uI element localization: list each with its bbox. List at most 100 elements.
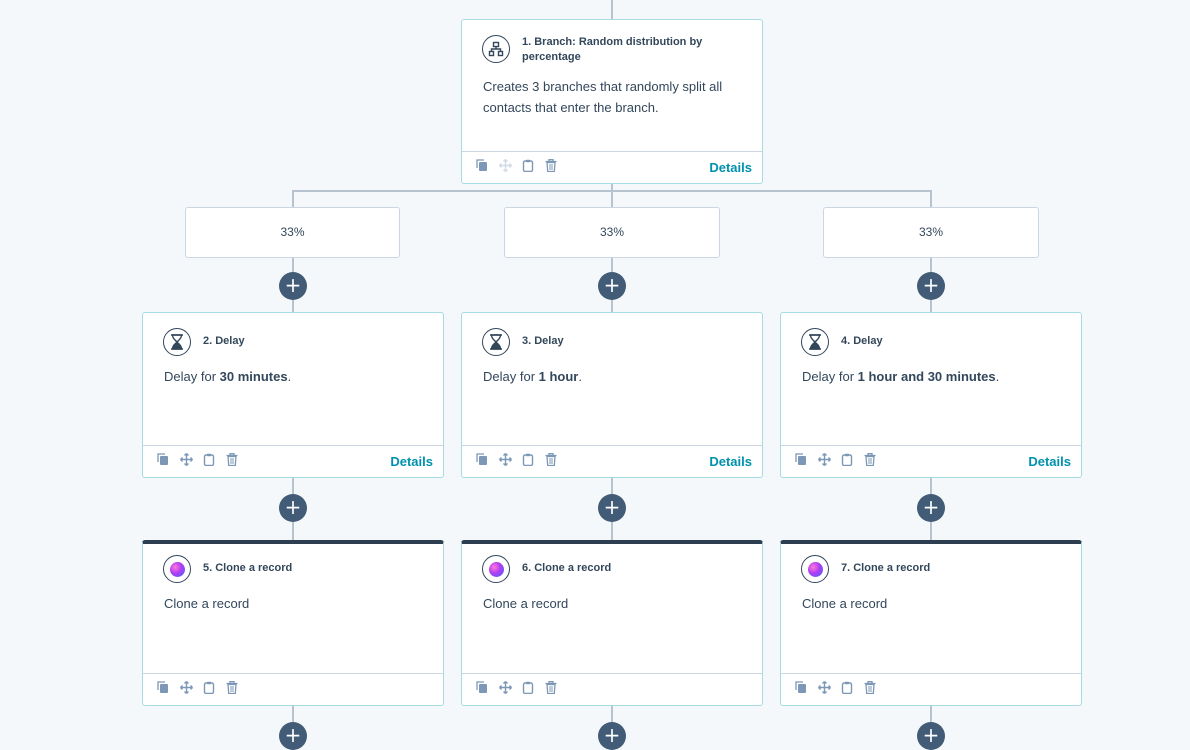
delay-prefix: Delay for — [802, 369, 858, 384]
card-footer: Details — [462, 445, 762, 477]
branch-icon — [482, 35, 510, 63]
connector-line — [611, 183, 613, 191]
add-action-button[interactable]: + — [279, 494, 307, 522]
card-toolbar — [156, 452, 239, 466]
card-title: 5. Clone a record — [203, 562, 293, 574]
add-action-button[interactable]: + — [279, 272, 307, 300]
card-description: Delay for 30 minutes. — [164, 366, 413, 387]
add-action-button[interactable]: + — [598, 722, 626, 750]
delay-value: 1 hour and 30 minutes — [857, 369, 996, 384]
delay-action-card-4[interactable]: 4. Delay Delay for 1 hour and 30 minutes… — [780, 312, 1082, 478]
move-icon[interactable] — [817, 452, 831, 466]
copy-icon[interactable] — [475, 452, 489, 466]
branch-action-card[interactable]: 1. Branch: Random distribution by percen… — [461, 19, 763, 184]
delay-value: 30 minutes — [219, 369, 288, 384]
connector-line — [611, 0, 613, 20]
details-link[interactable]: Details — [390, 454, 433, 469]
card-toolbar — [475, 680, 558, 694]
card-toolbar — [475, 158, 558, 172]
card-toolbar — [156, 680, 239, 694]
delay-suffix: . — [578, 369, 582, 384]
add-action-button[interactable]: + — [598, 272, 626, 300]
clone-record-card-5[interactable]: 5. Clone a record Clone a record — [142, 540, 444, 706]
clone-record-card-6[interactable]: 6. Clone a record Clone a record — [461, 540, 763, 706]
add-action-button[interactable]: + — [917, 722, 945, 750]
copy-icon[interactable] — [475, 680, 489, 694]
copy-icon[interactable] — [156, 680, 170, 694]
card-footer: Details — [143, 445, 443, 477]
card-description: Delay for 1 hour and 30 minutes. — [802, 366, 1051, 387]
clipboard-icon[interactable] — [840, 452, 854, 466]
card-footer: Details — [462, 151, 762, 183]
ai-gradient-icon — [801, 555, 829, 583]
connector-line — [292, 705, 294, 737]
card-title: 3. Delay — [522, 335, 564, 347]
delay-action-card-2[interactable]: 2. Delay Delay for 30 minutes. Details — [142, 312, 444, 478]
clone-record-card-7[interactable]: 7. Clone a record Clone a record — [780, 540, 1082, 706]
branch-percentage-2[interactable]: 33% — [504, 207, 720, 258]
connector-line — [930, 190, 932, 208]
card-toolbar — [794, 452, 877, 466]
card-description: Delay for 1 hour. — [483, 366, 732, 387]
trash-icon[interactable] — [544, 452, 558, 466]
trash-icon[interactable] — [863, 680, 877, 694]
delay-action-card-3[interactable]: 3. Delay Delay for 1 hour. Details — [461, 312, 763, 478]
delay-value: 1 hour — [538, 369, 579, 384]
trash-icon[interactable] — [544, 680, 558, 694]
clipboard-icon[interactable] — [202, 452, 216, 466]
clipboard-icon[interactable] — [521, 158, 535, 172]
delay-suffix: . — [287, 369, 292, 384]
move-icon[interactable] — [179, 452, 193, 466]
ai-gradient-icon — [482, 555, 510, 583]
clipboard-icon[interactable] — [521, 452, 535, 466]
card-footer — [781, 673, 1081, 705]
move-icon[interactable] — [498, 680, 512, 694]
card-title: 6. Clone a record — [522, 562, 612, 574]
card-title: 7. Clone a record — [841, 562, 931, 574]
delay-prefix: Delay for — [164, 369, 220, 384]
hourglass-icon — [482, 328, 510, 356]
card-footer — [462, 673, 762, 705]
card-description: Clone a record — [164, 596, 250, 611]
clipboard-icon[interactable] — [521, 680, 535, 694]
connector-line — [930, 705, 932, 737]
delay-prefix: Delay for — [483, 369, 539, 384]
card-title: 2. Delay — [203, 335, 245, 347]
card-description: Creates 3 branches that randomly split a… — [483, 79, 723, 115]
details-link[interactable]: Details — [709, 454, 752, 469]
card-title: 4. Delay — [841, 335, 883, 347]
copy-icon[interactable] — [794, 680, 808, 694]
card-description: Clone a record — [483, 596, 569, 611]
connector-line — [611, 190, 613, 208]
details-link[interactable]: Details — [1028, 454, 1071, 469]
clipboard-icon[interactable] — [202, 680, 216, 694]
card-toolbar — [475, 452, 558, 466]
trash-icon[interactable] — [544, 158, 558, 172]
details-link[interactable]: Details — [709, 160, 752, 175]
copy-icon[interactable] — [475, 158, 489, 172]
trash-icon[interactable] — [225, 680, 239, 694]
copy-icon[interactable] — [156, 452, 170, 466]
clipboard-icon[interactable] — [840, 680, 854, 694]
add-action-button[interactable]: + — [279, 722, 307, 750]
connector-line — [292, 190, 294, 208]
hourglass-icon — [163, 328, 191, 356]
card-footer: Details — [781, 445, 1081, 477]
move-icon[interactable] — [817, 680, 831, 694]
trash-icon[interactable] — [863, 452, 877, 466]
card-description: Clone a record — [802, 596, 888, 611]
trash-icon[interactable] — [225, 452, 239, 466]
move-icon — [498, 158, 512, 172]
branch-percentage-3[interactable]: 33% — [823, 207, 1039, 258]
move-icon[interactable] — [498, 452, 512, 466]
branch-percentage-1[interactable]: 33% — [185, 207, 400, 258]
add-action-button[interactable]: + — [917, 272, 945, 300]
card-footer — [143, 673, 443, 705]
add-action-button[interactable]: + — [917, 494, 945, 522]
add-action-button[interactable]: + — [598, 494, 626, 522]
move-icon[interactable] — [179, 680, 193, 694]
card-title: 1. Branch: Random distribution by percen… — [522, 36, 703, 63]
ai-gradient-icon — [163, 555, 191, 583]
copy-icon[interactable] — [794, 452, 808, 466]
